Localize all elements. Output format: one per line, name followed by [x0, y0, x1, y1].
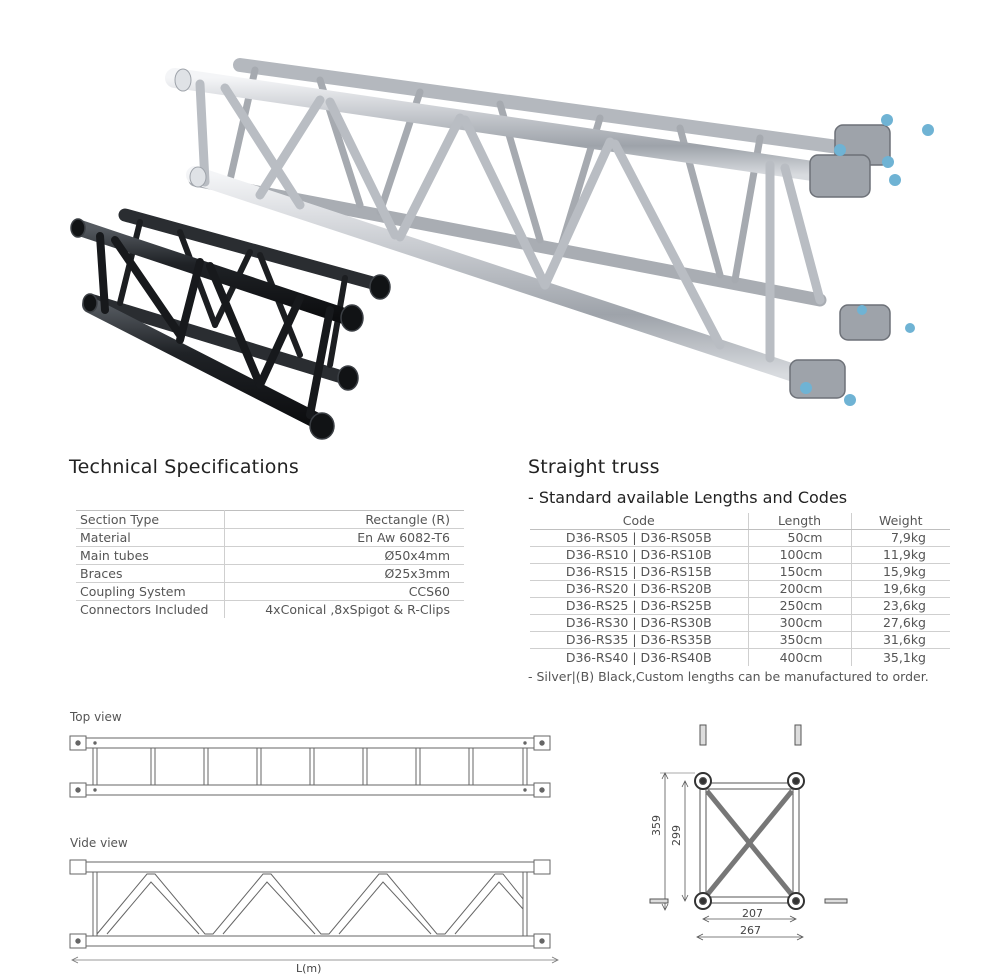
length-label: L(m) [296, 962, 322, 975]
weight-cell: 15,9kg [882, 564, 926, 580]
weight-cell: 23,6kg [882, 598, 926, 614]
spec-label: Connectors Included [76, 600, 225, 619]
outer-height-label: 359 [650, 815, 663, 836]
length-cell: 100cm [748, 546, 852, 564]
table-row: Connectors Included 4xConical ,8xSpigot &… [76, 600, 464, 619]
table-row: Coupling System CCS60 [76, 582, 464, 601]
length-cell: 200cm [748, 580, 852, 598]
table-header-row: Code Length Weight [530, 513, 950, 531]
code-cell: D36-RS10 | D36-RS10B [530, 546, 749, 564]
silver-truss-image [165, 58, 934, 406]
specs-title: Technical Specifications [69, 456, 299, 478]
inner-height-label: 299 [670, 825, 683, 846]
spec-label: Section Type [76, 510, 225, 529]
weight-cell: 7,9kg [890, 530, 926, 546]
spec-value: Ø25x3mm [384, 566, 450, 581]
code-cell: D36-RS30 | D36-RS30B [530, 614, 749, 632]
column-header-code: Code [530, 513, 749, 531]
spec-label: Material [76, 528, 225, 547]
code-cell: D36-RS05 | D36-RS05B [530, 529, 749, 547]
table-row: Section Type Rectangle (R) [76, 510, 464, 529]
length-cell: 350cm [748, 631, 852, 649]
length-cell: 250cm [748, 597, 852, 615]
inner-width-label: 207 [742, 907, 763, 920]
product-photo [70, 58, 934, 440]
spec-value: En Aw 6082-T6 [357, 530, 450, 545]
code-cell: D36-RS25 | D36-RS25B [530, 597, 749, 615]
top-view-label: Top view [70, 710, 122, 724]
top-view-drawing [69, 735, 551, 798]
weight-cell: 31,6kg [882, 632, 926, 648]
code-cell: D36-RS20 | D36-RS20B [530, 580, 749, 598]
column-header-weight: Weight [851, 513, 950, 531]
spec-value: Rectangle (R) [365, 512, 450, 527]
truss-subtitle: - Standard available Lengths and Codes [528, 488, 848, 507]
column-header-length: Length [748, 513, 852, 531]
length-cell: 50cm [748, 529, 852, 547]
black-truss-image [70, 208, 391, 440]
section-drawing [649, 724, 848, 941]
table-row: Braces Ø25x3mm [76, 564, 464, 583]
spec-label: Braces [76, 564, 225, 583]
code-cell: D36-RS40 | D36-RS40B [530, 648, 749, 666]
specs-table: Section Type Rectangle (R) Material En Aw … [76, 510, 464, 619]
side-view-drawing [69, 859, 551, 949]
spec-value: CCS60 [408, 584, 450, 599]
length-cell: 300cm [748, 614, 852, 632]
code-cell: D36-RS35 | D36-RS35B [530, 631, 749, 649]
length-cell: 400cm [748, 648, 852, 666]
code-cell: D36-RS15 | D36-RS15B [530, 563, 749, 581]
length-dimension-arrow [71, 956, 559, 964]
spec-value: 4xConical ,8xSpigot & R-Clips [265, 602, 450, 618]
table-row: Main tubes Ø50x4mm [76, 546, 464, 565]
length-cell: 150cm [748, 563, 852, 581]
spec-label: Main tubes [76, 546, 225, 565]
weight-cell: 35,1kg [882, 649, 926, 665]
weight-cell: 19,6kg [882, 581, 926, 597]
weight-cell: 27,6kg [882, 615, 926, 631]
outer-width-label: 267 [740, 924, 761, 937]
table-row: Material En Aw 6082-T6 [76, 528, 464, 547]
side-view-label: Vide view [70, 836, 128, 850]
truss-note: - Silver|(B) Black,Custom lengths can be… [528, 669, 929, 684]
spec-value: Ø50x4mm [384, 548, 450, 563]
weight-cell: 11,9kg [882, 547, 926, 563]
spec-label: Coupling System [76, 582, 225, 601]
truss-title: Straight truss [528, 456, 660, 478]
